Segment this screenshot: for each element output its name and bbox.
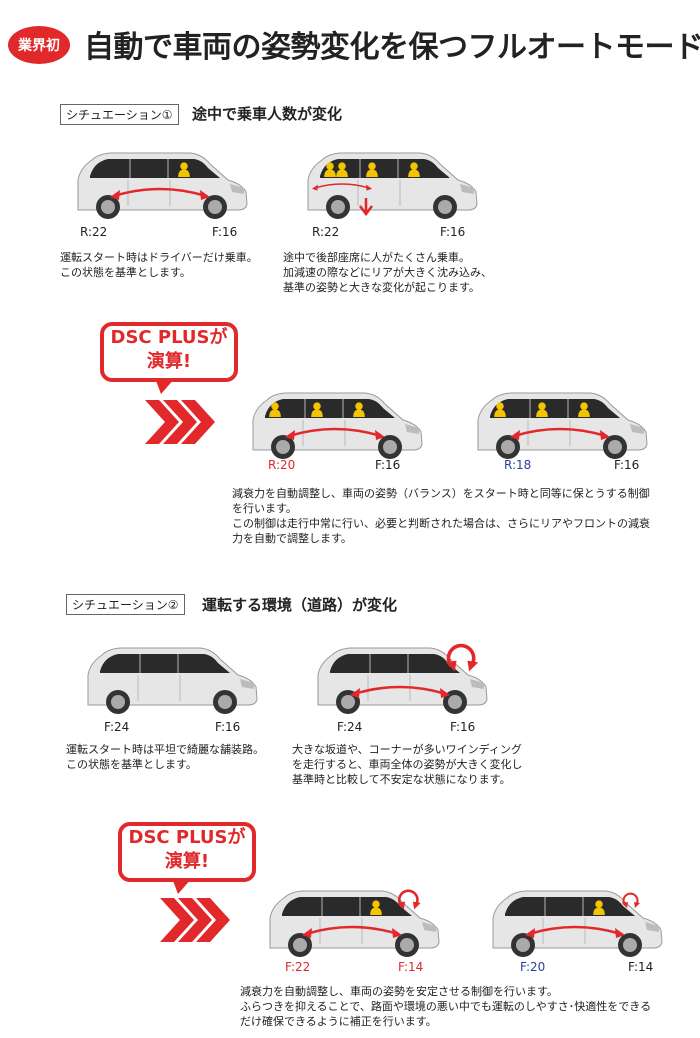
car-illustration <box>262 889 442 958</box>
car-front-value: F:14 <box>398 960 424 974</box>
description-start: 運転スタート時はドライバーだけ乗車。 この状態を基準とします。 <box>60 251 258 279</box>
chevron-arrow-icon <box>160 898 230 942</box>
car-illustration <box>300 150 480 220</box>
car-illustration <box>485 888 665 958</box>
description-control: 減衰力を自動調整し、車両の姿勢を安定させる制御を行います。 ふらつきを抑えること… <box>240 985 652 1028</box>
car-front-value: F:16 <box>440 225 466 239</box>
description-start: 運転スタート時は平坦で綺麗な舗装路。 この状態を基準とします。 <box>66 743 264 771</box>
situation1-label: シチュエーション① <box>60 104 179 125</box>
bubble-line2: 演算! <box>146 351 192 372</box>
car-front-value: F:16 <box>375 458 401 472</box>
chevron-arrow-icon <box>145 400 215 444</box>
industry-first-badge: 業界初 <box>8 26 70 64</box>
situation2-label: シチュエーション② <box>66 594 185 615</box>
car-rear-value: F:24 <box>104 720 130 734</box>
car-rear-value: R:22 <box>312 225 340 239</box>
car-illustration <box>470 390 650 460</box>
car-front-value: F:16 <box>450 720 476 734</box>
car-front-value: F:16 <box>614 458 640 472</box>
situation2-heading: 運転する環境（道路）が変化 <box>202 596 398 614</box>
dsc-plus-bubble: DSC PLUSが 演算! <box>100 322 238 382</box>
description-change: 途中で後部座席に人がたくさん乗車。 加減速の際などにリアが大きく沈み込み、 基準… <box>283 251 492 294</box>
situation1-heading: 途中で乗車人数が変化 <box>192 105 343 123</box>
car-illustration <box>310 643 490 715</box>
bubble-line2: 演算! <box>164 851 210 872</box>
car-rear-value: F:24 <box>337 720 363 734</box>
car-front-value: F:14 <box>628 960 654 974</box>
car-rear-value: F:20 <box>520 960 546 974</box>
car-front-value: F:16 <box>212 225 238 239</box>
description-change: 大きな坂道や、コーナーが多いワインディング を走行すると、車両全体の姿勢が大きく… <box>292 743 523 786</box>
description-control: 減衰力を自動調整し、車両の姿勢（バランス）をスタート時と同等に保とうする制御 を… <box>232 487 650 545</box>
bubble-tail <box>172 878 192 894</box>
bubble-line1: DSC PLUSが <box>128 827 246 848</box>
bubble-line1: DSC PLUSが <box>110 327 228 348</box>
car-illustration <box>80 645 260 715</box>
car-rear-value: R:22 <box>80 225 108 239</box>
car-illustration <box>70 150 250 220</box>
car-rear-value: R:20 <box>268 458 296 472</box>
down-arrow-icon <box>359 198 373 217</box>
page-title: 自動で車両の姿勢変化を保つフルオートモード <box>84 30 700 65</box>
dsc-plus-bubble: DSC PLUSが 演算! <box>118 822 256 882</box>
bubble-tail <box>155 378 175 394</box>
car-illustration <box>245 390 425 460</box>
car-rear-value: F:22 <box>285 960 311 974</box>
car-front-value: F:16 <box>215 720 241 734</box>
car-rear-value: R:18 <box>504 458 532 472</box>
